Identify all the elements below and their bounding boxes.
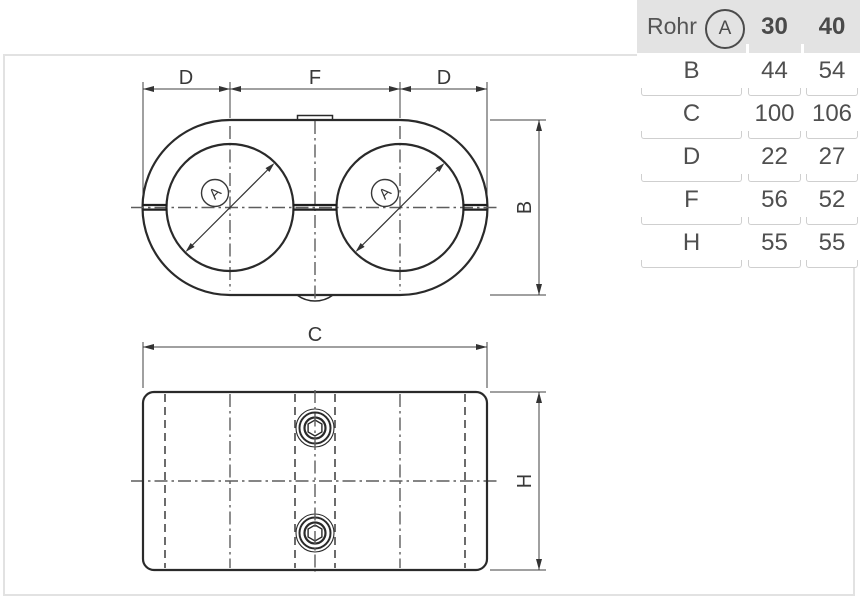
- dimension-b: B: [490, 119, 546, 296]
- cell-underline: [641, 131, 742, 139]
- bore-circle-right: [335, 142, 465, 273]
- row-value-40: 55: [818, 229, 846, 256]
- row-value-40: 52: [818, 186, 846, 213]
- cell-underline: [806, 88, 858, 96]
- bore-label-left: A: [200, 178, 230, 208]
- cell-underline: [748, 88, 801, 96]
- cell-underline: [641, 174, 742, 182]
- bore-circle-left: [165, 142, 295, 273]
- dim-label-f: F: [309, 67, 321, 89]
- bore-diameter-left: [185, 163, 275, 252]
- dim-label-h: H: [514, 474, 536, 488]
- clamp-body-outline: [141, 118, 489, 297]
- table-header-col-30: 30: [761, 13, 788, 40]
- table-row: C 100 106: [637, 96, 860, 139]
- table-row: D 22 27: [637, 139, 860, 182]
- bore-label-right: A: [370, 178, 400, 208]
- table-row: B 44 54: [637, 53, 860, 96]
- row-value-30: 22: [761, 143, 788, 170]
- cell-underline: [806, 131, 858, 139]
- dimension-c: C: [142, 324, 488, 388]
- dim-label-d-right: D: [437, 67, 451, 89]
- hidden-edges: [164, 394, 466, 568]
- cell-underline: [748, 174, 801, 182]
- dim-label-d-left: D: [179, 67, 193, 89]
- hex-socket-icon: [307, 419, 323, 437]
- table-header-label: Rohr: [647, 13, 697, 39]
- row-value-40: 106: [811, 100, 853, 127]
- dimension-h: H: [490, 391, 546, 571]
- cell-underline: [641, 88, 742, 96]
- dim-label-c: C: [308, 324, 322, 346]
- row-value-40: 54: [818, 57, 846, 84]
- table-header: Rohr A 30 40: [637, 0, 860, 53]
- circled-a-icon: A: [705, 9, 745, 49]
- table-row: H 55 55: [637, 225, 860, 268]
- dimension-table: Rohr A 30 40 B 44 54 C 100 106 D 22: [637, 0, 860, 268]
- cell-underline: [806, 174, 858, 182]
- dim-label-b: B: [514, 201, 536, 214]
- bottom-view: C: [131, 324, 546, 572]
- row-label: C: [682, 100, 701, 127]
- cell-underline: [748, 131, 801, 139]
- top-tab: [296, 114, 334, 120]
- row-label: B: [683, 57, 700, 84]
- cell-underline: [806, 217, 858, 225]
- header-divider: [801, 44, 804, 53]
- split-line: [143, 203, 487, 211]
- row-value-30: 55: [761, 229, 788, 256]
- table-row: F 56 52: [637, 182, 860, 225]
- row-value-30: 56: [761, 186, 788, 213]
- header-divider: [746, 44, 749, 53]
- bottom-view-centerlines: [131, 394, 499, 568]
- cell-underline: [806, 260, 858, 268]
- table-header-col-40: 40: [818, 13, 846, 40]
- bottom-recess-arc: [296, 294, 334, 302]
- cell-underline: [748, 217, 801, 225]
- row-value-30: 100: [754, 100, 795, 127]
- row-label: H: [682, 229, 701, 256]
- top-view-centerlines: [131, 121, 499, 301]
- top-view: D F D: [131, 67, 546, 302]
- cell-underline: [748, 260, 801, 268]
- row-value-40: 27: [818, 143, 846, 170]
- cell-underline: [641, 217, 742, 225]
- row-label: F: [684, 186, 699, 213]
- row-value-30: 44: [761, 57, 788, 84]
- bore-diameter-right: [355, 163, 445, 252]
- row-label: D: [682, 143, 701, 170]
- cell-underline: [641, 260, 742, 268]
- dimension-dfd: D F D: [142, 67, 488, 198]
